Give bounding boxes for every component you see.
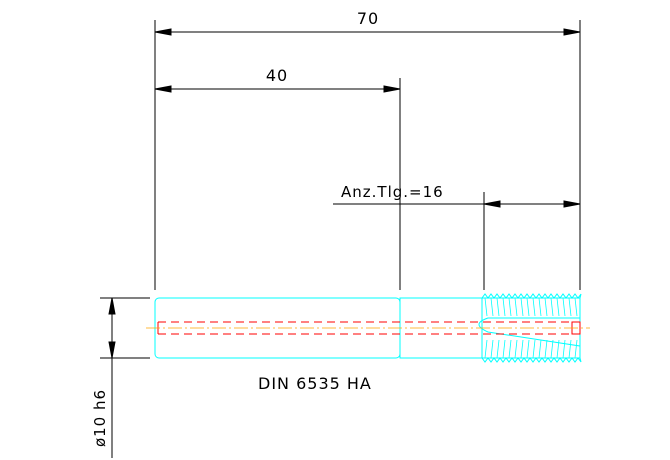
arrow-flute-left <box>483 200 501 208</box>
thread-hatch-line <box>556 339 560 359</box>
thread-hatch-line <box>538 297 542 317</box>
thread-hatch-line <box>544 297 548 317</box>
thread-hatch-line <box>496 297 500 317</box>
thread-hatch-line <box>490 297 494 317</box>
thread-hatch-line <box>514 339 518 359</box>
thread-hatch-line <box>514 297 518 317</box>
thread-hatch-line <box>574 297 578 317</box>
thread-hatch-line <box>550 339 554 359</box>
thread-hatch-line <box>490 339 494 359</box>
caption-text: DIN 6535 HA <box>258 374 372 393</box>
dim-text-shank: 40 <box>266 66 288 85</box>
thread-hatch-line <box>508 339 512 359</box>
thread-hatch-line <box>532 297 536 317</box>
dimension-lines <box>100 20 581 458</box>
thread-hatch-line <box>562 297 566 317</box>
thread-hatch-line <box>562 339 566 359</box>
thread-hatch-line <box>484 297 488 317</box>
thread-hatch-line <box>568 339 572 359</box>
thread-profile-top <box>481 293 582 299</box>
thread-hatch-line <box>496 339 500 359</box>
arrow-overall-left <box>154 28 172 36</box>
thread-hatch-line <box>538 339 542 359</box>
dim-text-diameter: ø10 h6 <box>91 389 109 447</box>
thread-hatch-line <box>550 297 554 317</box>
thread-hatch-line <box>502 339 506 359</box>
thread-teeth-top <box>481 293 582 299</box>
thread-hatch-line <box>526 297 530 317</box>
thread-profile-bottom <box>481 357 582 363</box>
thread-hatching <box>484 297 578 359</box>
thread-hatch-line <box>484 339 488 359</box>
thread-hatch-line <box>574 339 578 359</box>
thread-hatch-line <box>520 297 524 317</box>
thread-hatch-line <box>502 297 506 317</box>
thread-hatch-line <box>544 339 548 359</box>
arrow-dia-bottom <box>108 341 116 359</box>
arrow-shank-left <box>154 85 172 93</box>
dim-text-overall: 70 <box>357 9 379 28</box>
thread-hatch-line <box>568 297 572 317</box>
thread-hatch-line <box>532 339 536 359</box>
thread-hatch-line <box>556 297 560 317</box>
thread-hatch-line <box>526 339 530 359</box>
thread-hatch-line <box>508 297 512 317</box>
arrow-overall-right <box>563 28 581 36</box>
thread-teeth-bottom <box>481 357 582 363</box>
thread-hatch-line <box>520 339 524 359</box>
flute-note-text: Anz.Tlg.=16 <box>341 183 444 201</box>
arrow-shank-right <box>383 85 401 93</box>
arrow-dia-top <box>108 297 116 315</box>
arrow-flute-right <box>563 200 581 208</box>
